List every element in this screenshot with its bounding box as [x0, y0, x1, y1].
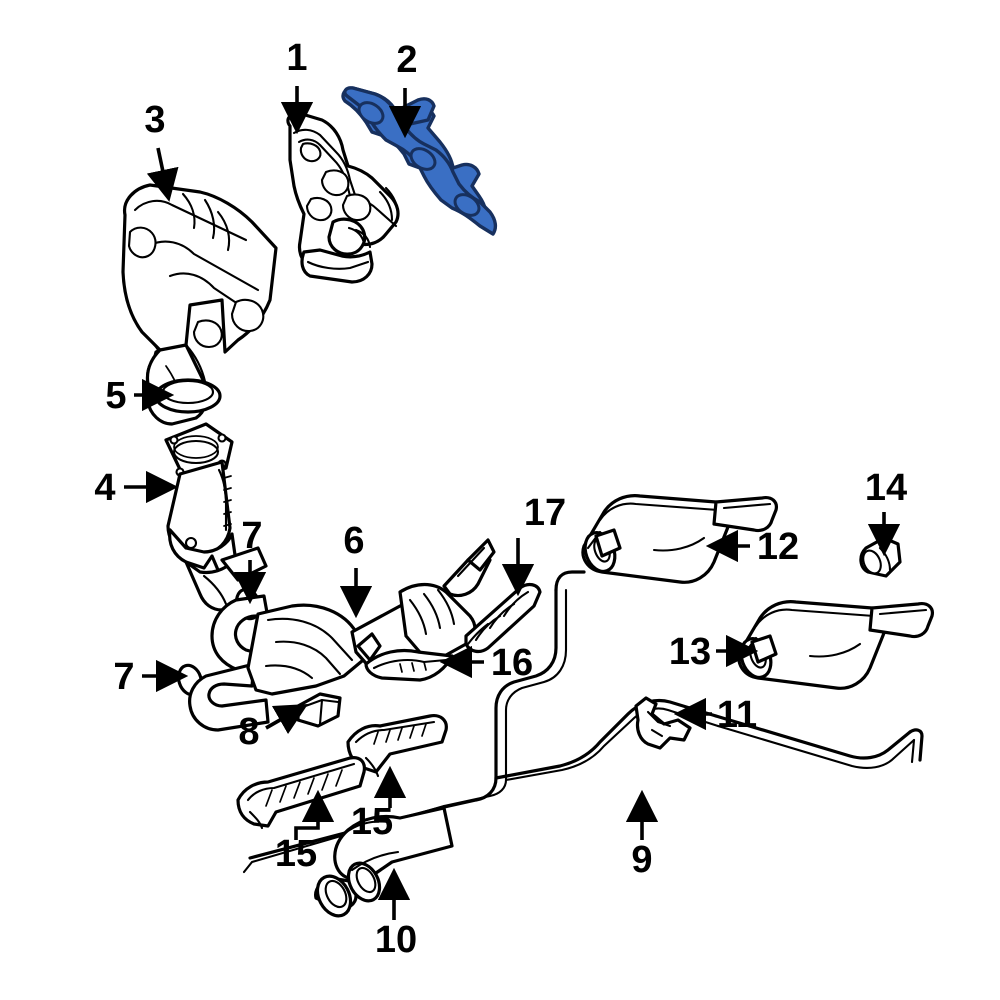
callout-label-15-center: 15 [351, 801, 393, 843]
callout-label-12: 12 [757, 526, 799, 568]
part-14-exhaust-hanger-insulator[interactable] [859, 536, 902, 578]
part-8-exhaust-insulator-bracket[interactable] [296, 692, 342, 728]
callout-10[interactable]: 10 [375, 867, 417, 961]
callout-label-4: 4 [94, 467, 115, 509]
callout-12[interactable]: 12 [705, 526, 799, 568]
callout-label-7-lower: 7 [113, 656, 134, 698]
callout-5[interactable]: 5 [105, 375, 175, 417]
callout-7-lower[interactable]: 7 [113, 656, 189, 698]
callout-label-1: 1 [286, 37, 307, 79]
callout-3[interactable]: 3 [144, 99, 179, 202]
callout-label-6: 6 [343, 520, 364, 562]
callout-15-rear[interactable]: 15 [275, 789, 335, 875]
part-2-exhaust-manifold-gasket[interactable] [341, 86, 498, 236]
callout-label-2: 2 [396, 39, 417, 81]
callout-7-upper[interactable]: 7 [233, 515, 267, 605]
part-15-heat-shield-center[interactable] [346, 714, 448, 778]
part-10-tail-pipe-dual-tip[interactable] [311, 806, 454, 922]
callout-16[interactable]: 16 [439, 642, 533, 684]
callout-6[interactable]: 6 [339, 520, 373, 619]
callout-label-8: 8 [238, 711, 259, 753]
part-15-heat-shield-rear[interactable] [236, 756, 366, 830]
callout-label-3: 3 [144, 99, 165, 141]
callout-17[interactable]: 17 [501, 492, 566, 597]
part-6-front-exhaust-pipe[interactable] [188, 538, 496, 732]
callout-label-7-upper: 7 [241, 515, 262, 557]
part-12-muffler-left[interactable] [580, 494, 778, 584]
callout-15-center[interactable]: 15 [351, 765, 407, 843]
part-13-muffler-right[interactable] [736, 600, 934, 690]
part-11-exhaust-hanger-bracket[interactable] [634, 696, 692, 750]
callout-label-17: 17 [524, 492, 566, 534]
callout-label-5: 5 [105, 375, 126, 417]
callout-14[interactable]: 14 [865, 467, 907, 557]
callout-label-15-rear: 15 [275, 833, 317, 875]
callout-9[interactable]: 9 [625, 789, 659, 881]
part-16-heat-shield-small-curved[interactable] [364, 648, 454, 682]
part-1-exhaust-manifold[interactable] [286, 112, 400, 284]
callout-label-14: 14 [865, 467, 907, 509]
part-5-converter-gasket-ring[interactable] [154, 378, 222, 414]
callout-label-11: 11 [717, 694, 757, 736]
part-4-catalytic-converter[interactable] [164, 422, 268, 612]
callout-2[interactable]: 2 [388, 39, 422, 139]
callout-4[interactable]: 4 [94, 467, 179, 509]
callout-label-13: 13 [669, 631, 711, 673]
callout-11[interactable]: 11 [673, 694, 757, 736]
callout-13[interactable]: 13 [669, 631, 759, 673]
callout-label-10: 10 [375, 919, 417, 961]
callout-label-9: 9 [631, 839, 652, 881]
callout-label-16: 16 [491, 642, 533, 684]
callout-8[interactable]: 8 [238, 703, 309, 753]
callout-1[interactable]: 1 [280, 37, 314, 135]
